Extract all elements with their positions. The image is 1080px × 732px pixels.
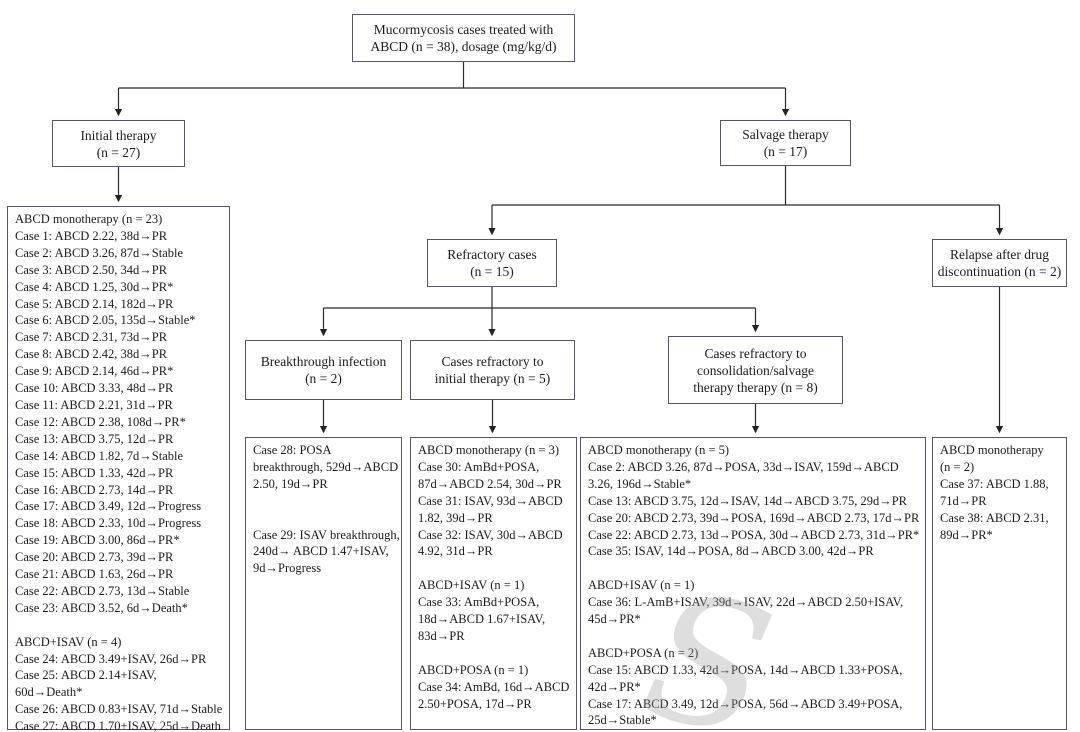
salvage-therapy-node: Salvage therapy(n = 17) [720, 120, 851, 166]
relapse-detail-box: ABCD monotherapy(n = 2)Case 37: ABCD 1.8… [932, 437, 1067, 730]
refractory-consolidation-detail-box: ABCD monotherapy (n = 5)Case 2: ABCD 3.2… [580, 437, 926, 730]
breakthrough-infection-node: Breakthrough infection(n = 2) [245, 340, 402, 400]
initial-therapy-node: Initial therapy(n = 27) [52, 120, 185, 167]
refractory-initial-detail-box: ABCD monotherapy (n = 3)Case 30: AmBd+PO… [410, 437, 577, 730]
refractory-cases-node: Refractory cases(n = 15) [427, 239, 557, 287]
initial-therapy-detail-box: ABCD monotherapy (n = 23)Case 1: ABCD 2.… [7, 206, 230, 732]
